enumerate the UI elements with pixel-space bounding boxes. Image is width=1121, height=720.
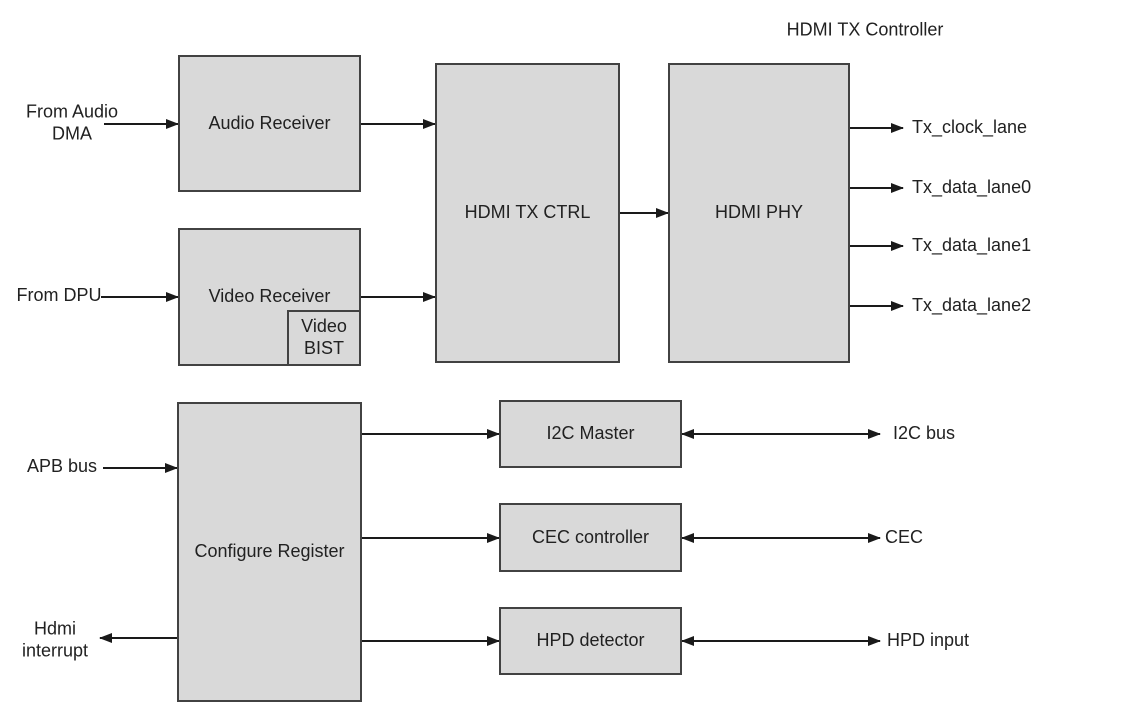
label-hpd-input: HPD input — [887, 630, 970, 651]
block-label-cec-controller: CEC controller — [531, 526, 650, 547]
label-from-audio-dma: From Audio DMA — [25, 101, 119, 143]
block-configure-register: Configure Register — [177, 402, 362, 702]
label-tx-data-lane0: Tx_data_lane0 — [912, 177, 1032, 198]
block-label-hdmi-tx-ctrl: HDMI TX CTRL — [464, 202, 591, 223]
block-label-configure-register: Configure Register — [194, 541, 345, 562]
block-i2c-master: I2C Master — [499, 400, 682, 468]
label-tx-clock-lane: Tx_clock_lane — [912, 117, 1028, 138]
block-cec-controller: CEC controller — [499, 503, 682, 572]
block-label-video-receiver: Video Receiver — [208, 286, 331, 307]
block-label-hdmi-phy: HDMI PHY — [714, 202, 803, 223]
label-apb-bus: APB bus — [26, 456, 98, 477]
block-label-i2c-master: I2C Master — [546, 423, 635, 444]
diagram-title: HDMI TX Controller — [786, 19, 944, 40]
block-video-bist: Video BIST — [287, 310, 361, 366]
label-tx-data-lane1: Tx_data_lane1 — [912, 235, 1032, 256]
block-label-audio-receiver: Audio Receiver — [208, 112, 331, 133]
block-hpd-detector: HPD detector — [499, 607, 682, 675]
block-audio-receiver: Audio Receiver — [178, 55, 361, 192]
block-label-video-bist: Video BIST — [301, 316, 347, 358]
block-label-hpd-detector: HPD detector — [536, 630, 645, 651]
label-from-dpu: From DPU — [16, 285, 102, 306]
block-hdmi-phy: HDMI PHY — [668, 63, 850, 363]
label-i2c-bus: I2C bus — [893, 423, 956, 444]
block-hdmi-tx-ctrl: HDMI TX CTRL — [435, 63, 620, 363]
label-cec: CEC — [885, 527, 924, 548]
label-hdmi-interrupt: Hdmi interrupt — [21, 618, 89, 660]
label-tx-data-lane2: Tx_data_lane2 — [912, 295, 1032, 316]
